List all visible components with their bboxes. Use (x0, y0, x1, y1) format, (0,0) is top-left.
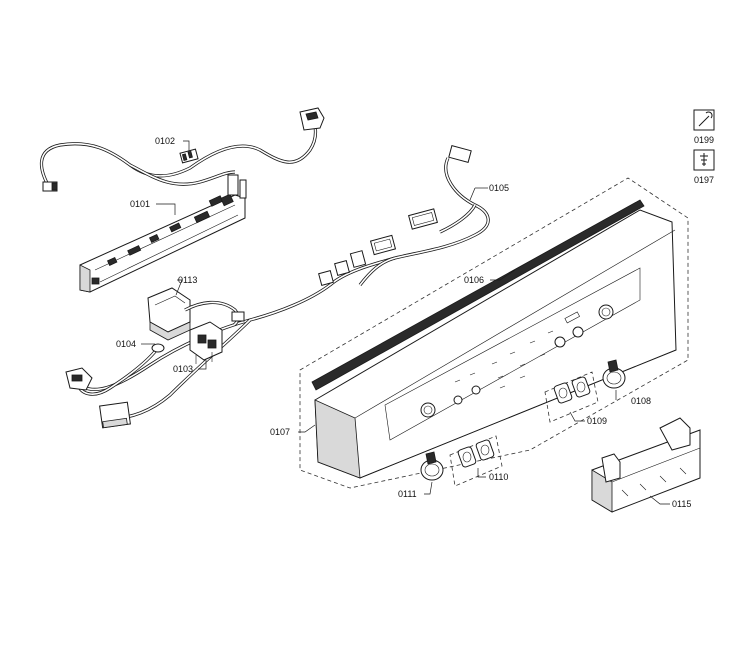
callout-0108: 0108 (631, 396, 651, 406)
panel-0106 (311, 199, 677, 479)
leader-lines (141, 140, 670, 505)
callout-0103: 0103 (173, 364, 193, 374)
callout-0113: 0113 (178, 275, 197, 285)
wire-harness-0104 (65, 343, 165, 429)
callout-0115: 0115 (672, 499, 691, 509)
callout-0102: 0102 (155, 136, 175, 146)
callout-0109: 0109 (587, 416, 607, 426)
knob-0108 (602, 359, 626, 389)
callout-0104: 0104 (116, 339, 136, 349)
buttons-0110 (449, 435, 503, 487)
switch-0103 (189, 321, 223, 364)
callout-0106: 0106 (464, 275, 484, 285)
callout-0105: 0105 (489, 183, 509, 193)
callout-0110: 0110 (489, 472, 508, 482)
control-panel-assembly-0107 (299, 177, 689, 489)
buttons-0109 (544, 371, 599, 423)
wrench-icon-glyph (698, 111, 713, 127)
callout-labels: 0102 0101 0105 0106 0107 0108 0109 0110 … (116, 135, 714, 509)
tool-reference-icons (693, 109, 715, 171)
screw-icon-glyph (700, 153, 708, 166)
wrench-icon (693, 109, 715, 131)
callout-0111: 0111 (398, 489, 417, 499)
wire-harness-0105 (73, 145, 490, 420)
control-board-0101 (79, 174, 247, 293)
callout-0101: 0101 (130, 199, 150, 209)
callout-0197: 0197 (694, 175, 714, 185)
wire-harness-0102 (40, 107, 325, 192)
callout-0199: 0199 (694, 135, 714, 145)
callout-0107: 0107 (270, 427, 290, 437)
sensor-0113 (147, 287, 245, 341)
knob-0111 (420, 451, 444, 481)
bracket-0115 (591, 417, 701, 513)
